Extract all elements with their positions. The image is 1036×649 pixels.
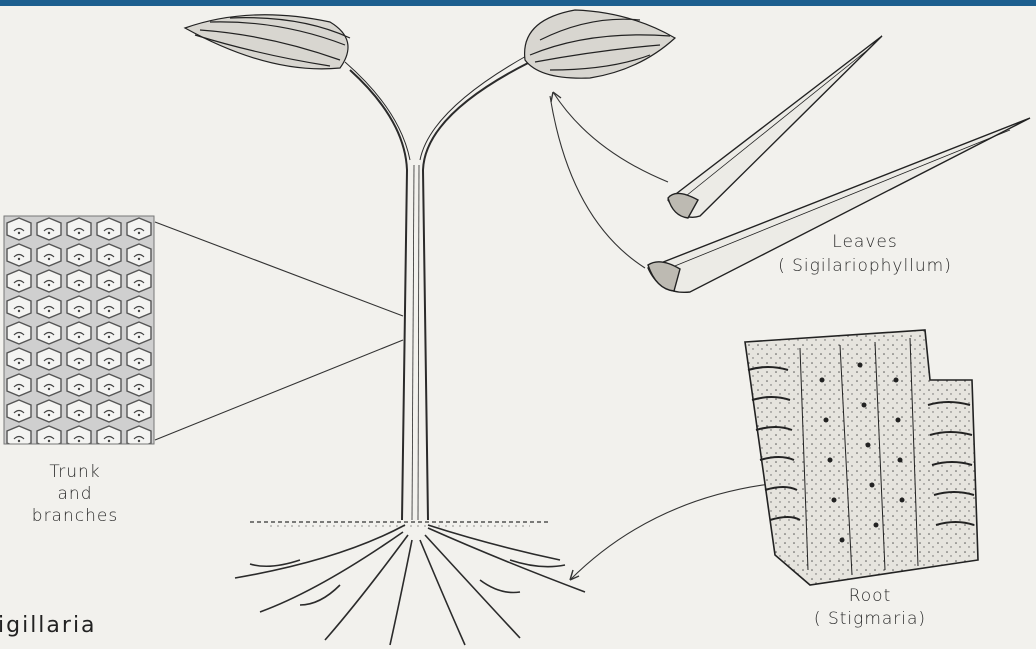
trunk-label: Trunk and branches <box>0 461 150 527</box>
leaf-arrows <box>550 92 668 268</box>
leaves-label-line-2: ( Sigilariophyllum) <box>745 254 985 278</box>
root-arrow <box>570 484 770 580</box>
right-leaf-tuft <box>525 10 675 78</box>
root-label-line-1: Root <box>790 585 950 608</box>
roots <box>235 525 585 645</box>
trunk-label-line-2: and <box>0 483 150 505</box>
figure-title: igillaria <box>0 613 97 638</box>
trunk-label-line-1: Trunk <box>0 461 150 483</box>
leaves-label-line-1: Leaves <box>745 230 985 254</box>
trunk-label-line-3: branches <box>0 505 150 527</box>
left-leaf-tuft <box>185 15 350 69</box>
trunk-leader-lines <box>155 222 403 440</box>
root-label-line-2: ( Stigmaria) <box>790 608 950 631</box>
root-label: Root ( Stigmaria) <box>790 585 950 631</box>
trunk <box>345 55 530 520</box>
trunk-texture-specimen <box>4 216 154 444</box>
leaves-label: Leaves ( Sigilariophyllum) <box>745 230 985 278</box>
ground-line <box>250 522 548 526</box>
root-specimen <box>745 330 978 585</box>
